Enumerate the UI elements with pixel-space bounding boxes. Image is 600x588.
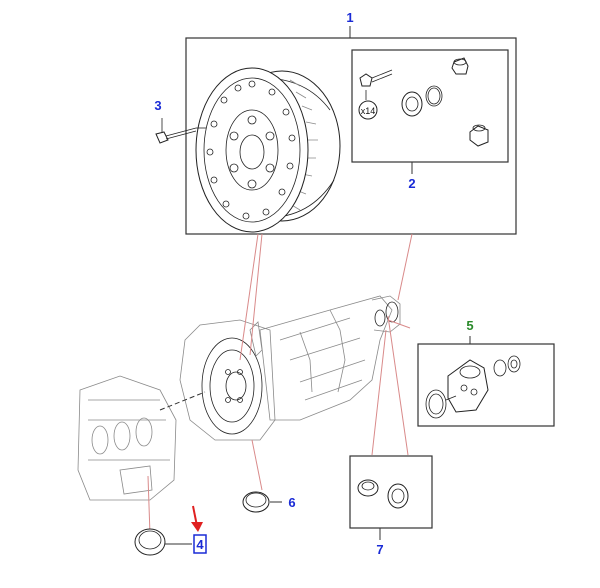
callout-7[interactable]: 7 [376,542,383,557]
alignment-centerline [159,391,206,411]
kit-parts: x14 [358,57,489,147]
flexplate-bolt: 3 [154,98,206,144]
callout-3[interactable]: 3 [154,98,161,113]
red-down-arrow-icon [191,505,203,532]
quantity-label: x14 [361,106,376,116]
callout-4-group: 4 [134,505,207,556]
torque-converter [195,67,341,233]
callout-1[interactable]: 1 [346,10,353,25]
callout-2[interactable]: 2 [408,176,415,191]
red-leaders [147,233,413,536]
callout-6-group: 6 [242,491,296,513]
engine-block [77,375,177,501]
component-box-7: 7 [349,455,433,557]
transmission-assembly [179,295,401,441]
callout-6[interactable]: 6 [288,495,295,510]
callout-5[interactable]: 5 [466,318,473,333]
callout-4-highlight [193,534,207,554]
component-box-5: 5 [417,318,555,427]
callout-4[interactable]: 4 [196,537,204,552]
